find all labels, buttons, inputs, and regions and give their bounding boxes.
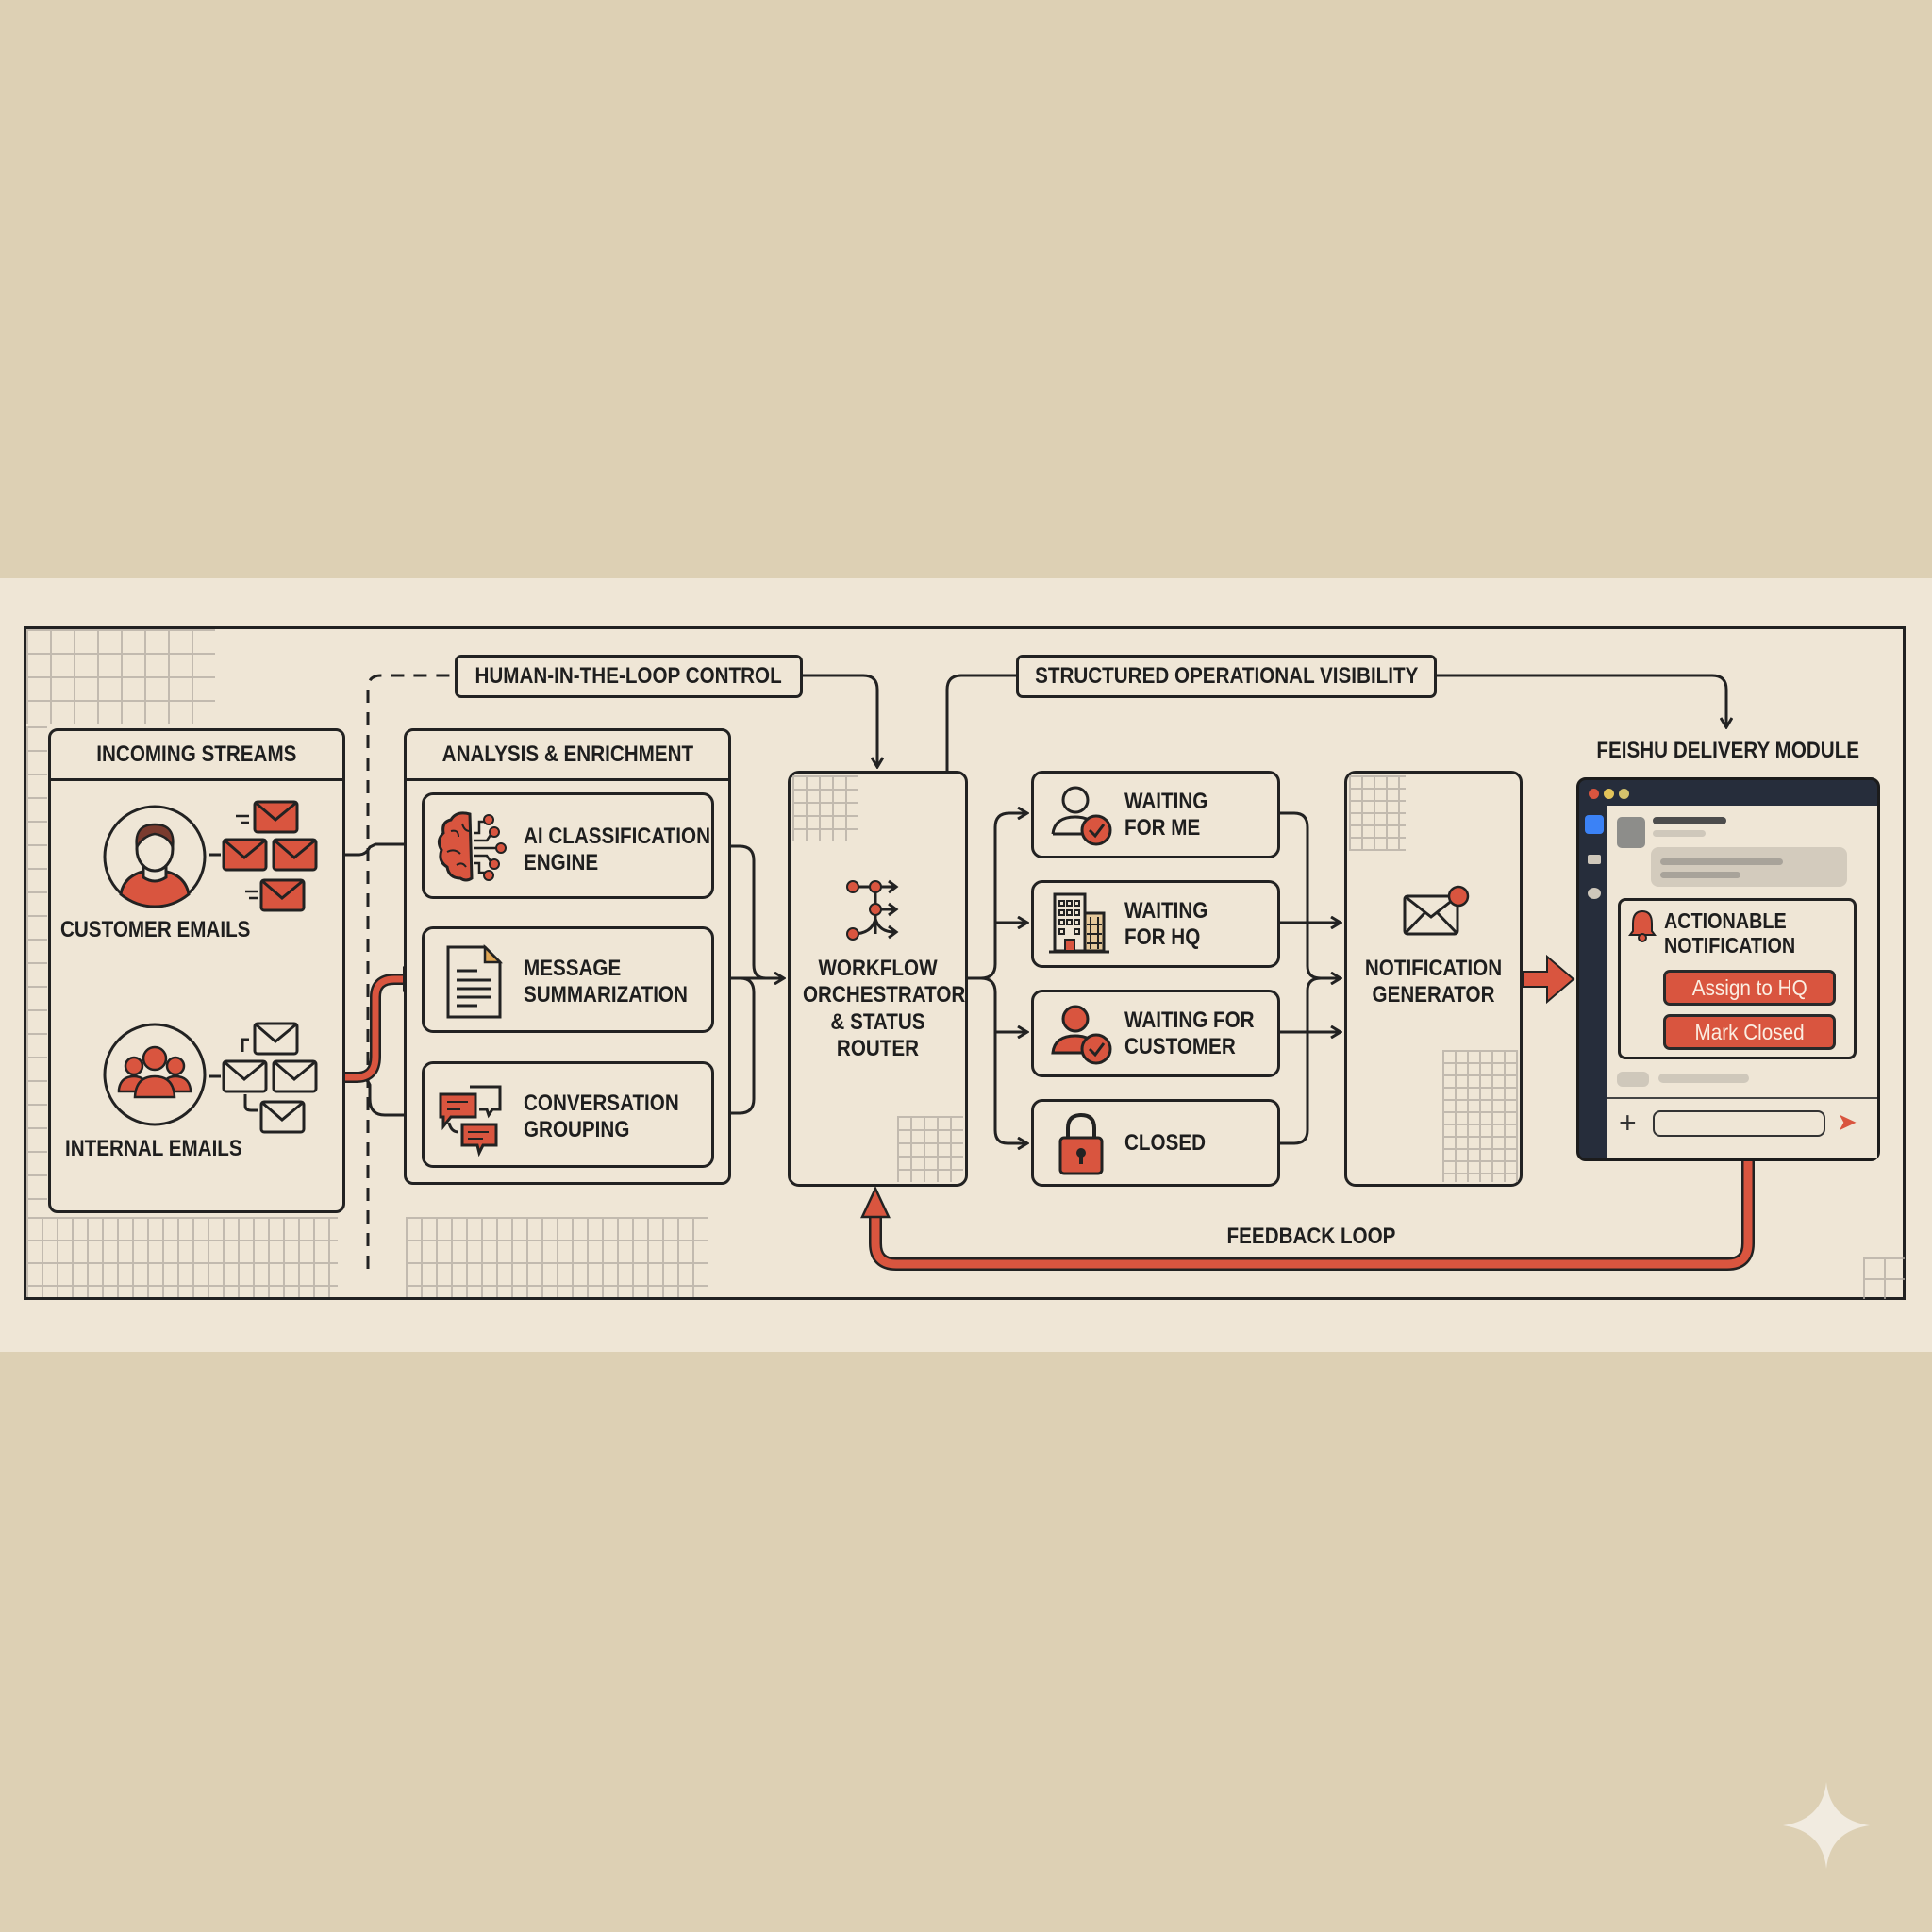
grid-decoration [897, 1116, 963, 1182]
person-icon [102, 804, 208, 909]
incoming-streams-title: INCOMING STREAMS [96, 741, 297, 767]
brain-circuit-icon [437, 811, 507, 882]
message-bubble [1651, 847, 1847, 887]
message-summarization-step[interactable]: MESSAGE SUMMARIZATION [422, 926, 714, 1033]
email-cluster-icon [209, 800, 318, 912]
chat-pane: ACTIONABLE NOTIFICATION Assign to HQ Mar… [1607, 806, 1877, 1158]
message-input[interactable] [1653, 1110, 1825, 1137]
internal-email-cluster-icon [209, 1022, 318, 1134]
input-divider [1607, 1097, 1877, 1099]
mail-badge-icon [1403, 885, 1470, 936]
grid-decoration [792, 775, 858, 841]
status-label: WAITING FOR ME [1124, 789, 1208, 841]
internal-emails-label: INTERNAL EMAILS [65, 1136, 242, 1161]
customer-emails-label: CUSTOMER EMAILS [60, 917, 251, 942]
message-line [1653, 830, 1706, 837]
feedback-loop-label: FEEDBACK LOOP [1226, 1224, 1396, 1249]
message-line [1658, 1074, 1749, 1083]
structured-visibility-label: STRUCTURED OPERATIONAL VISIBILITY [1016, 655, 1437, 698]
status-closed[interactable]: CLOSED [1031, 1099, 1280, 1187]
window-maximize-dot[interactable] [1619, 789, 1629, 799]
user-check-icon [1051, 786, 1112, 846]
feishu-module-title: FEISHU DELIVERY MODULE [1596, 738, 1860, 763]
ai-classification-label: AI CLASSIFICATION ENGINE [524, 824, 710, 875]
send-button[interactable]: ➤ [1837, 1108, 1857, 1136]
lock-icon [1058, 1112, 1104, 1175]
grid-decoration [26, 1217, 338, 1297]
notification-generator-box[interactable]: NOTIFICATION GENERATOR [1344, 771, 1523, 1187]
status-waiting-for-hq[interactable]: WAITING FOR HQ [1031, 880, 1280, 968]
bell-icon [1628, 909, 1657, 942]
customer-check-icon [1051, 1005, 1112, 1065]
ai-classification-engine-step[interactable]: AI CLASSIFICATION ENGINE [422, 792, 714, 899]
grid-decoration [1349, 775, 1406, 851]
message-avatar [1617, 817, 1645, 848]
actionable-notification-card: ACTIONABLE NOTIFICATION Assign to HQ Mar… [1618, 898, 1857, 1059]
grid-decoration [406, 1217, 708, 1297]
assign-to-hq-button[interactable]: Assign to HQ [1663, 970, 1836, 1006]
notification-generator-label: NOTIFICATION GENERATOR [1364, 956, 1503, 1008]
status-waiting-for-customer[interactable]: WAITING FOR CUSTOMER [1031, 990, 1280, 1077]
workflow-branch-icon [846, 879, 899, 941]
status-label: CLOSED [1124, 1130, 1207, 1156]
grid-decoration [1442, 1050, 1518, 1182]
document-icon [446, 944, 504, 1019]
mark-closed-button[interactable]: Mark Closed [1663, 1014, 1836, 1050]
status-label: WAITING FOR HQ [1124, 898, 1208, 950]
conversation-grouping-label: CONVERSATION GROUPING [524, 1091, 679, 1142]
analysis-enrichment-title: ANALYSIS & ENRICHMENT [441, 741, 693, 767]
message-line [1653, 817, 1726, 824]
grid-decoration [26, 726, 47, 1217]
chat-bubbles-icon [439, 1085, 502, 1157]
grid-decoration [1863, 1257, 1905, 1299]
feishu-window: ACTIONABLE NOTIFICATION Assign to HQ Mar… [1576, 777, 1880, 1161]
grid-decoration [26, 629, 215, 724]
conversation-grouping-step[interactable]: CONVERSATION GROUPING [422, 1061, 714, 1168]
notification-title: ACTIONABLE NOTIFICATION [1664, 908, 1796, 958]
window-close-dot[interactable] [1589, 789, 1599, 799]
human-in-the-loop-label: HUMAN-IN-THE-LOOP CONTROL [455, 655, 803, 698]
orchestrator-label: WORKFLOW ORCHESTRATOR & STATUS ROUTER [802, 956, 966, 1061]
status-waiting-for-me[interactable]: WAITING FOR ME [1031, 771, 1280, 858]
sidebar-mail-icon[interactable] [1588, 855, 1601, 864]
message-avatar [1617, 1072, 1649, 1087]
sidebar-app-icon[interactable] [1585, 815, 1604, 834]
add-attachment-button[interactable]: + [1619, 1106, 1637, 1140]
group-icon [102, 1022, 208, 1127]
sparkle-icon [1783, 1782, 1870, 1869]
status-label: WAITING FOR CUSTOMER [1124, 1008, 1255, 1059]
sidebar-chat-icon[interactable] [1588, 888, 1601, 899]
workflow-orchestrator-box[interactable]: WORKFLOW ORCHESTRATOR & STATUS ROUTER [788, 771, 968, 1187]
diagram-frame [24, 626, 1906, 1300]
message-summarization-label: MESSAGE SUMMARIZATION [524, 956, 688, 1008]
window-minimize-dot[interactable] [1604, 789, 1614, 799]
building-icon [1049, 892, 1109, 954]
